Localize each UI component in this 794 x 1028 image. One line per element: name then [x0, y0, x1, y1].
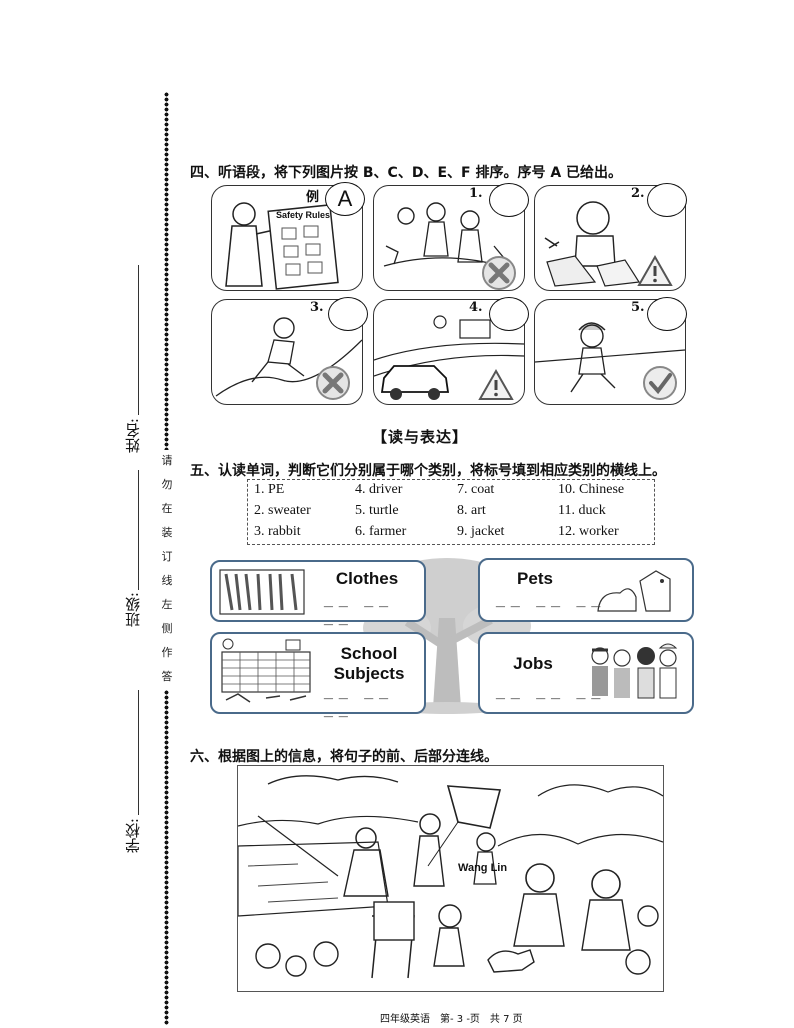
road-car-illustration: [374, 315, 524, 400]
park-scene-illustration: [238, 775, 663, 979]
item-2-answer-circle[interactable]: [647, 183, 687, 217]
binding-char: 在: [161, 502, 173, 515]
class-line: [138, 470, 139, 590]
category-clothes-label: Clothes: [335, 569, 399, 588]
name-label: 姓名:: [124, 418, 142, 454]
warning-icon: [478, 368, 514, 400]
class-label: 班级:: [124, 592, 142, 628]
cross-icon: [482, 256, 516, 290]
teacher-illustration: [225, 202, 339, 290]
binding-char: 线: [161, 574, 173, 587]
item-1-number: 1.: [469, 186, 483, 201]
binding-char: 作: [161, 646, 173, 659]
category-jobs-label: Jobs: [513, 654, 553, 673]
category-school-subjects-box: School Subjects __ __ __: [210, 632, 426, 719]
cutting-paper-illustration: [544, 201, 641, 287]
wang-lin-label: Wang Lin: [458, 862, 508, 874]
item-5-number: 5.: [631, 300, 645, 315]
school-line: [138, 690, 139, 815]
item-5-answer-circle[interactable]: [647, 297, 687, 331]
name-line: [138, 265, 139, 415]
example-answer-circle: A: [325, 182, 365, 216]
binding-char: 装: [161, 526, 173, 539]
cross-icon: [316, 366, 350, 400]
item-3-answer-circle[interactable]: [328, 297, 368, 331]
category-jobs-box: Jobs __ __ __: [478, 632, 694, 714]
word-item: 9. jacket: [457, 524, 505, 539]
section4-title: 四、听语段，将下列图片按 B、C、D、E、F 排序。序号 A 已给出。: [190, 165, 623, 181]
item-4-number: 4.: [469, 300, 483, 315]
item-4-answer-circle[interactable]: [489, 297, 529, 331]
item-3-number: 3.: [310, 300, 324, 315]
picture-card-4: [373, 299, 525, 405]
school-subjects-answer-blanks[interactable]: __ __ __: [324, 684, 395, 719]
binding-char: 左: [161, 598, 173, 611]
word-item: 12. worker: [558, 524, 619, 539]
word-item: 5. turtle: [355, 503, 399, 518]
running-downhill-illustration: [215, 317, 362, 397]
clothes-answer-blanks[interactable]: __ __ __: [324, 592, 395, 627]
binding-char: 请: [161, 454, 173, 467]
binding-char: 侧: [161, 622, 173, 635]
word-item: 11. duck: [558, 503, 606, 518]
section5-title: 五、认读单词，判断它们分别属于哪个类别，将标号填到相应类别的横线上。: [190, 463, 666, 479]
roller-skating-illustration: [535, 322, 685, 393]
page-footer: 四年级英语 第- 3 -页 共 7 页: [380, 1014, 523, 1025]
checkmark-icon: [643, 366, 677, 400]
workers-icon: [591, 643, 678, 699]
word-item: 1. PE: [254, 482, 285, 497]
word-item: 4. driver: [355, 482, 403, 497]
word-item: 2. sweater: [254, 503, 311, 518]
timetable-icon: [221, 638, 311, 703]
clothes-rack-icon: [219, 569, 305, 615]
read-and-express-heading: 【读与表达】: [372, 428, 469, 446]
category-school-subjects-label: School Subjects: [333, 644, 405, 683]
word-table: 1. PE 4. driver 7. coat 10. Chinese 2. s…: [247, 479, 655, 545]
category-pets-box: Pets __ __ __: [478, 558, 694, 622]
category-pets-label: Pets: [517, 569, 553, 588]
binding-char: 答: [161, 670, 173, 683]
pets-answer-blanks[interactable]: __ __ __: [496, 592, 607, 609]
word-item: 7. coat: [457, 482, 495, 497]
binding-dotted-line-bottom: [164, 690, 169, 1025]
binding-dotted-line-top: [164, 92, 169, 450]
word-item: 8. art: [457, 503, 486, 518]
word-item: 10. Chinese: [558, 482, 625, 497]
item-2-number: 2.: [631, 186, 645, 201]
section6-title: 六、根据图上的信息，将句子的前、后部分连线。: [190, 749, 498, 765]
item-1-answer-circle[interactable]: [489, 183, 529, 217]
jobs-answer-blanks[interactable]: __ __ __: [496, 684, 607, 701]
school-label: 学校:: [124, 818, 142, 854]
safety-rules-poster-text: Safety Rules: [276, 210, 331, 220]
binding-char: 订: [161, 550, 173, 563]
binding-char: 勿: [161, 478, 173, 491]
park-scene-picture: Wang Lin: [237, 765, 664, 992]
word-item: 6. farmer: [355, 524, 407, 539]
category-clothes-box: Clothes __ __ __: [210, 560, 426, 627]
warning-icon: [637, 254, 673, 286]
word-item: 3. rabbit: [254, 524, 301, 539]
pets-icon: [597, 570, 671, 612]
example-label: 例: [306, 190, 320, 205]
